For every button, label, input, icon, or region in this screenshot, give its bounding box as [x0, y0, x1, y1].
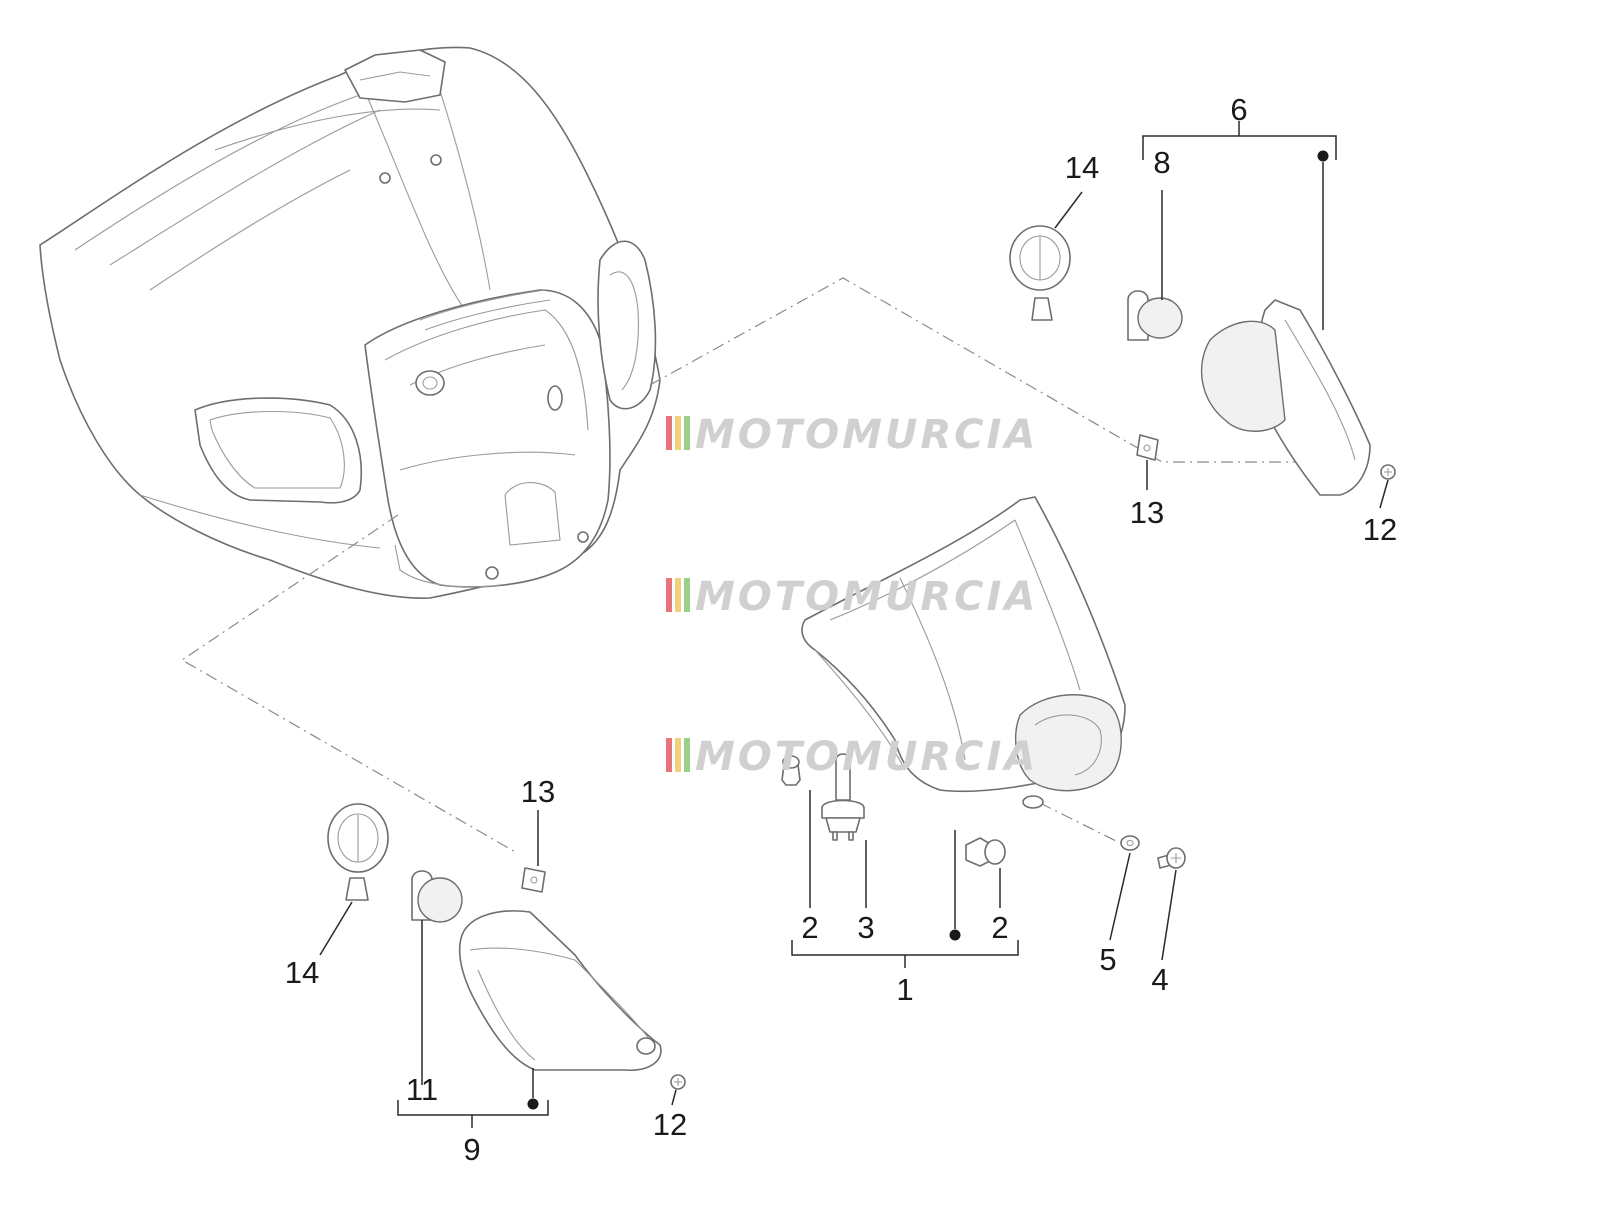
callout-12-lower: 12: [653, 1107, 687, 1142]
headlamp-bulbs: [781, 753, 1006, 867]
front-shield-body: [39, 46, 661, 599]
alignment-lines: [180, 277, 1348, 854]
watermark-text: MOTOMURCIA: [695, 734, 1038, 780]
watermark-bottom: MOTOMURCIA: [666, 734, 1038, 780]
headlamp-assembly: [801, 496, 1126, 809]
watermark-text: MOTOMURCIA: [695, 574, 1038, 620]
callout-14-lower: 14: [285, 955, 319, 990]
watermark-top: MOTOMURCIA: [666, 412, 1038, 458]
callout-6: 6: [1230, 92, 1247, 127]
callout-13-upper: 13: [1130, 495, 1164, 530]
callout-3: 3: [857, 910, 874, 945]
watermark-stripe: [675, 578, 681, 612]
callout-1: 1: [896, 972, 913, 1007]
watermark-text: MOTOMURCIA: [695, 412, 1038, 458]
watermark-middle: MOTOMURCIA: [666, 574, 1038, 620]
watermark-stripe: [666, 738, 672, 772]
callout-2-right: 2: [991, 910, 1008, 945]
watermark-stripe: [684, 416, 690, 450]
watermark-stripe: [675, 416, 681, 450]
callout-13-lower: 13: [521, 774, 555, 809]
callout-11: 11: [406, 1072, 438, 1107]
watermark-stripe: [666, 416, 672, 450]
callout-12-upper: 12: [1363, 512, 1397, 547]
callout-4: 4: [1151, 962, 1168, 997]
leaders: [319, 121, 1389, 1128]
callout-5: 5: [1099, 942, 1116, 977]
watermark-stripe: [684, 578, 690, 612]
callout-14-upper: 14: [1065, 150, 1099, 185]
watermark-stripe: [666, 578, 672, 612]
watermark-stripe: [675, 738, 681, 772]
screw-and-washer: [1120, 835, 1186, 869]
callout-labels: 6 8 14 13 12 2 3 2 1 5 4 13 14 11 12 9: [285, 92, 1397, 1167]
left-indicator-group: [327, 803, 686, 1090]
watermark-stripe: [684, 738, 690, 772]
right-indicator-group: [1009, 225, 1396, 496]
callout-9: 9: [463, 1132, 480, 1167]
callout-2-left: 2: [801, 910, 818, 945]
callout-8: 8: [1153, 145, 1170, 180]
